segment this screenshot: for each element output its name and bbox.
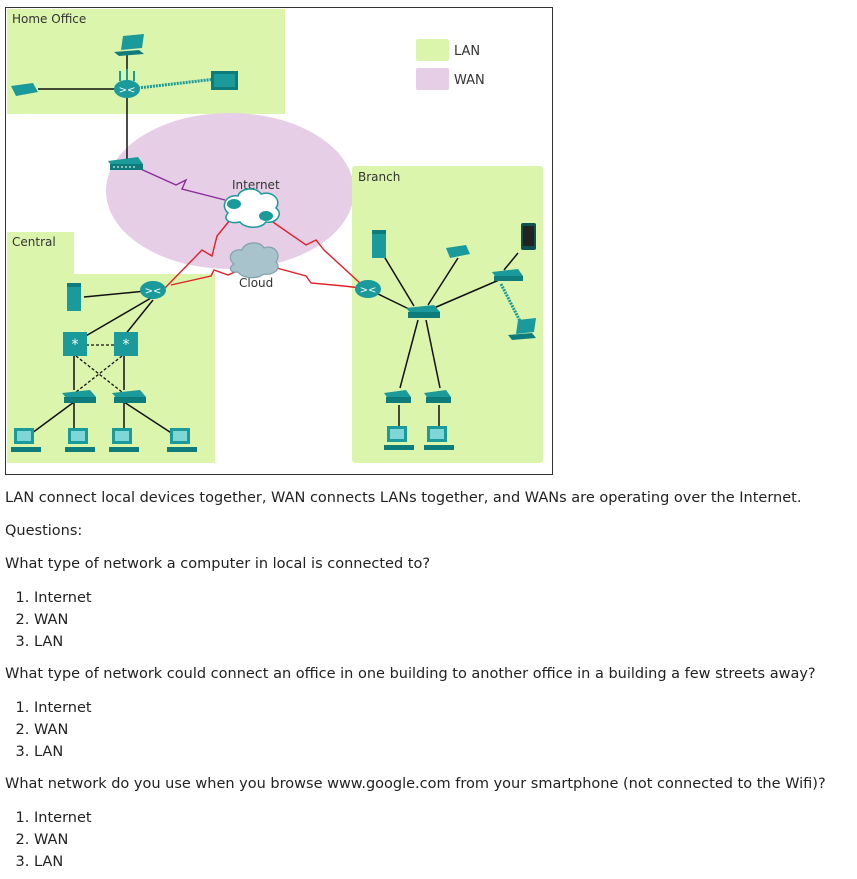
monitor-icon — [211, 71, 238, 90]
pc-icon — [167, 428, 197, 452]
central-multilayer-switch-icon: * — [63, 332, 87, 356]
option-wan: WAN — [34, 609, 92, 631]
pc-icon — [424, 426, 454, 450]
central-multilayer-switch-icon: * — [114, 332, 138, 356]
wireless-access-point-icon — [492, 269, 523, 281]
question-3-options: Internet WAN LAN — [18, 807, 92, 873]
svg-text:*: * — [123, 337, 130, 353]
question-1-options: Internet WAN LAN — [18, 587, 92, 653]
questions-heading: Questions: — [5, 523, 83, 539]
ip-phone-icon — [446, 245, 470, 258]
legend-lan-swatch — [416, 39, 449, 61]
wan-region — [106, 113, 354, 269]
svg-text:><: >< — [360, 285, 377, 296]
option-wan: WAN — [34, 719, 92, 741]
internet-label: Internet — [232, 178, 280, 192]
question-3: What network do you use when you browse … — [5, 776, 826, 792]
option-internet: Internet — [34, 587, 92, 609]
home-office-lan-region — [7, 9, 285, 114]
pc-icon — [109, 428, 139, 452]
branch-access-switch-icon — [424, 390, 451, 403]
internet-router-icon — [227, 199, 273, 221]
legend-wan-label: WAN — [454, 73, 485, 88]
pc-icon — [384, 426, 414, 450]
legend-lan-label: LAN — [454, 44, 480, 59]
modem-icon — [108, 157, 143, 170]
svg-text:><: >< — [145, 286, 162, 297]
question-2-options: Internet WAN LAN — [18, 697, 92, 763]
smartphone-icon — [521, 223, 536, 250]
central-switch-icon — [62, 390, 96, 403]
central-label: Central — [12, 235, 56, 249]
legend-wan-swatch — [416, 68, 449, 90]
central-server-icon — [67, 283, 81, 311]
laptop-icon — [508, 318, 536, 340]
question-2: What type of network could connect an of… — [5, 666, 816, 682]
cloud-icon — [229, 242, 279, 279]
intro-text: LAN connect local devices together, WAN … — [5, 490, 802, 506]
option-lan: LAN — [34, 631, 92, 653]
pc-icon — [65, 428, 95, 452]
branch-router-icon: >< — [355, 280, 381, 298]
cloud-label: Cloud — [239, 276, 273, 290]
question-1: What type of network a computer in local… — [5, 556, 431, 572]
svg-text:*: * — [72, 337, 79, 353]
option-internet: Internet — [34, 807, 92, 829]
pc-icon — [11, 428, 41, 452]
branch-switch-icon — [406, 305, 440, 318]
branch-lan-region — [352, 166, 543, 463]
option-lan: LAN — [34, 741, 92, 763]
laptop-icon — [114, 34, 144, 56]
central-switch-icon — [112, 390, 146, 403]
option-lan: LAN — [34, 851, 92, 873]
network-diagram: LAN WAN Home Office Central Branch Inter… — [5, 7, 553, 475]
branch-server-icon — [372, 230, 386, 258]
home-router-icon: >< — [114, 69, 140, 98]
option-wan: WAN — [34, 829, 92, 851]
ip-phone-icon — [11, 83, 38, 96]
home-office-label: Home Office — [12, 12, 86, 26]
svg-text:><: >< — [119, 85, 136, 96]
option-internet: Internet — [34, 697, 92, 719]
branch-access-switch-icon — [384, 390, 411, 403]
central-router-icon: >< — [140, 281, 166, 299]
branch-label: Branch — [358, 170, 400, 184]
